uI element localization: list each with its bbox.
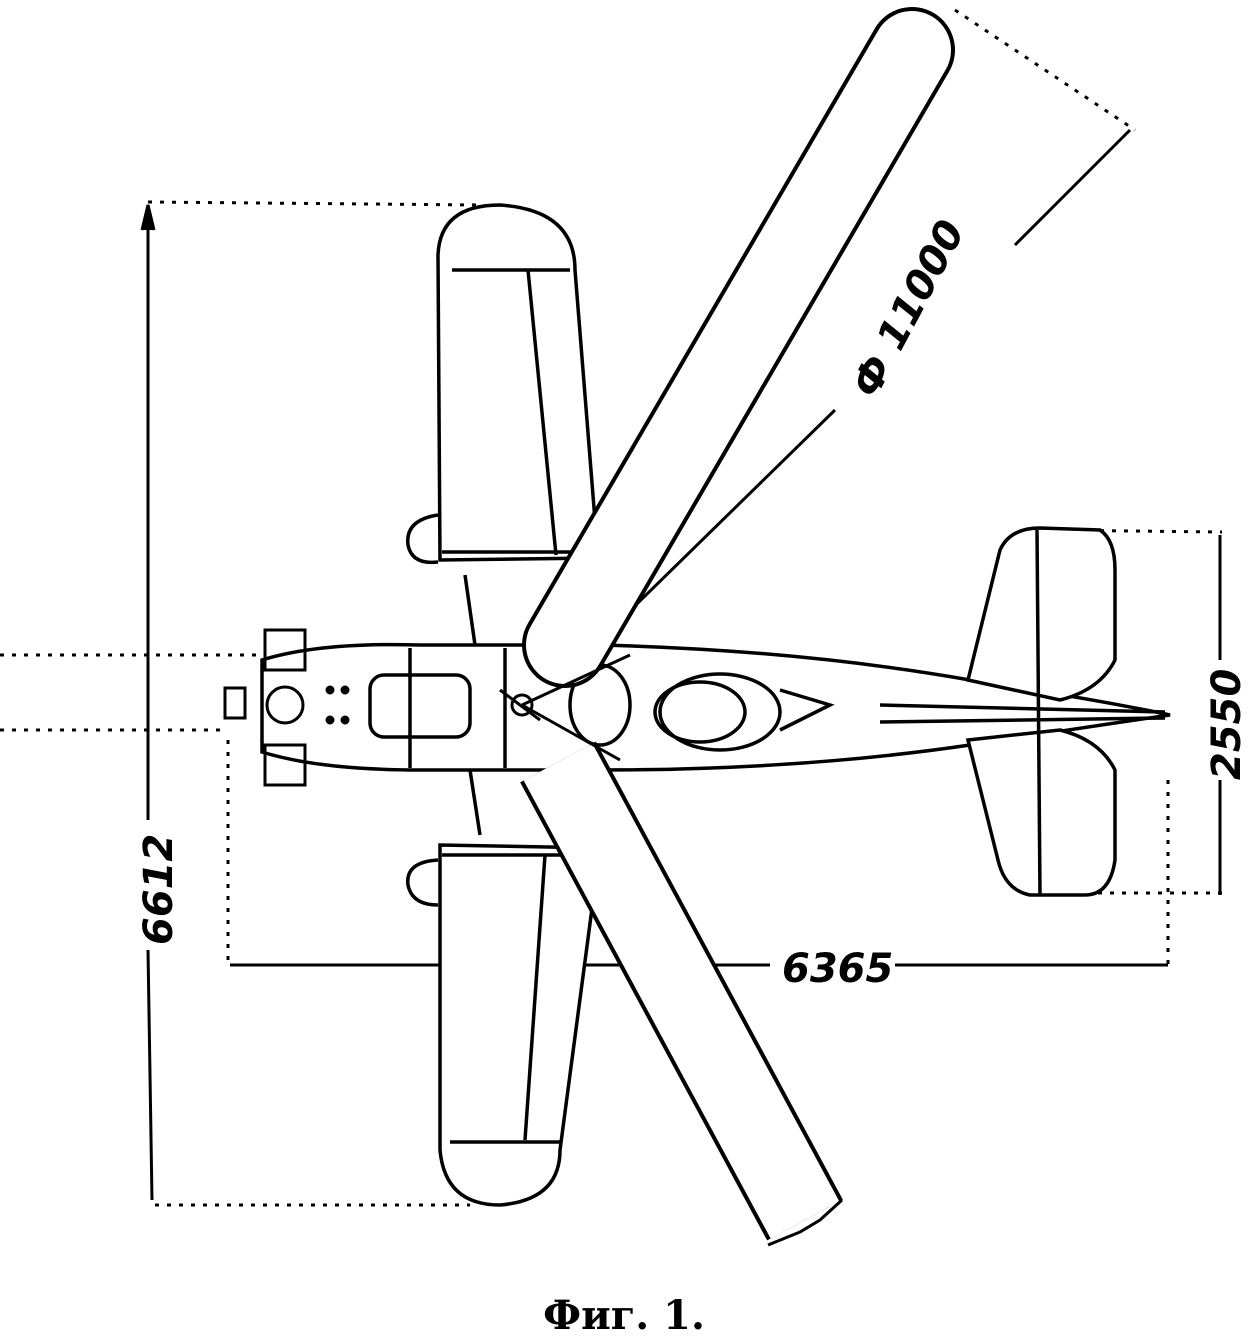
rotor-blade-2 (520, 741, 844, 1247)
length-label: 6365 (782, 946, 893, 992)
figure-caption: Фиг. 1. (543, 1292, 705, 1339)
fuselage (260, 642, 1171, 772)
upper-wing (406, 203, 600, 646)
lower-wing (406, 769, 602, 1207)
wing-span-label: 6612 (136, 834, 182, 945)
tail-plane (965, 526, 1117, 897)
rotor-diameter-label: Ф 11000 (843, 213, 974, 405)
rotor-blade-1 (522, 7, 955, 688)
tail-span-label: 2550 (1204, 669, 1248, 780)
extension-lines (0, 8, 1223, 1207)
span-dimension-line (140, 204, 156, 1201)
rotor-hub (499, 653, 631, 762)
engine (223, 628, 350, 787)
